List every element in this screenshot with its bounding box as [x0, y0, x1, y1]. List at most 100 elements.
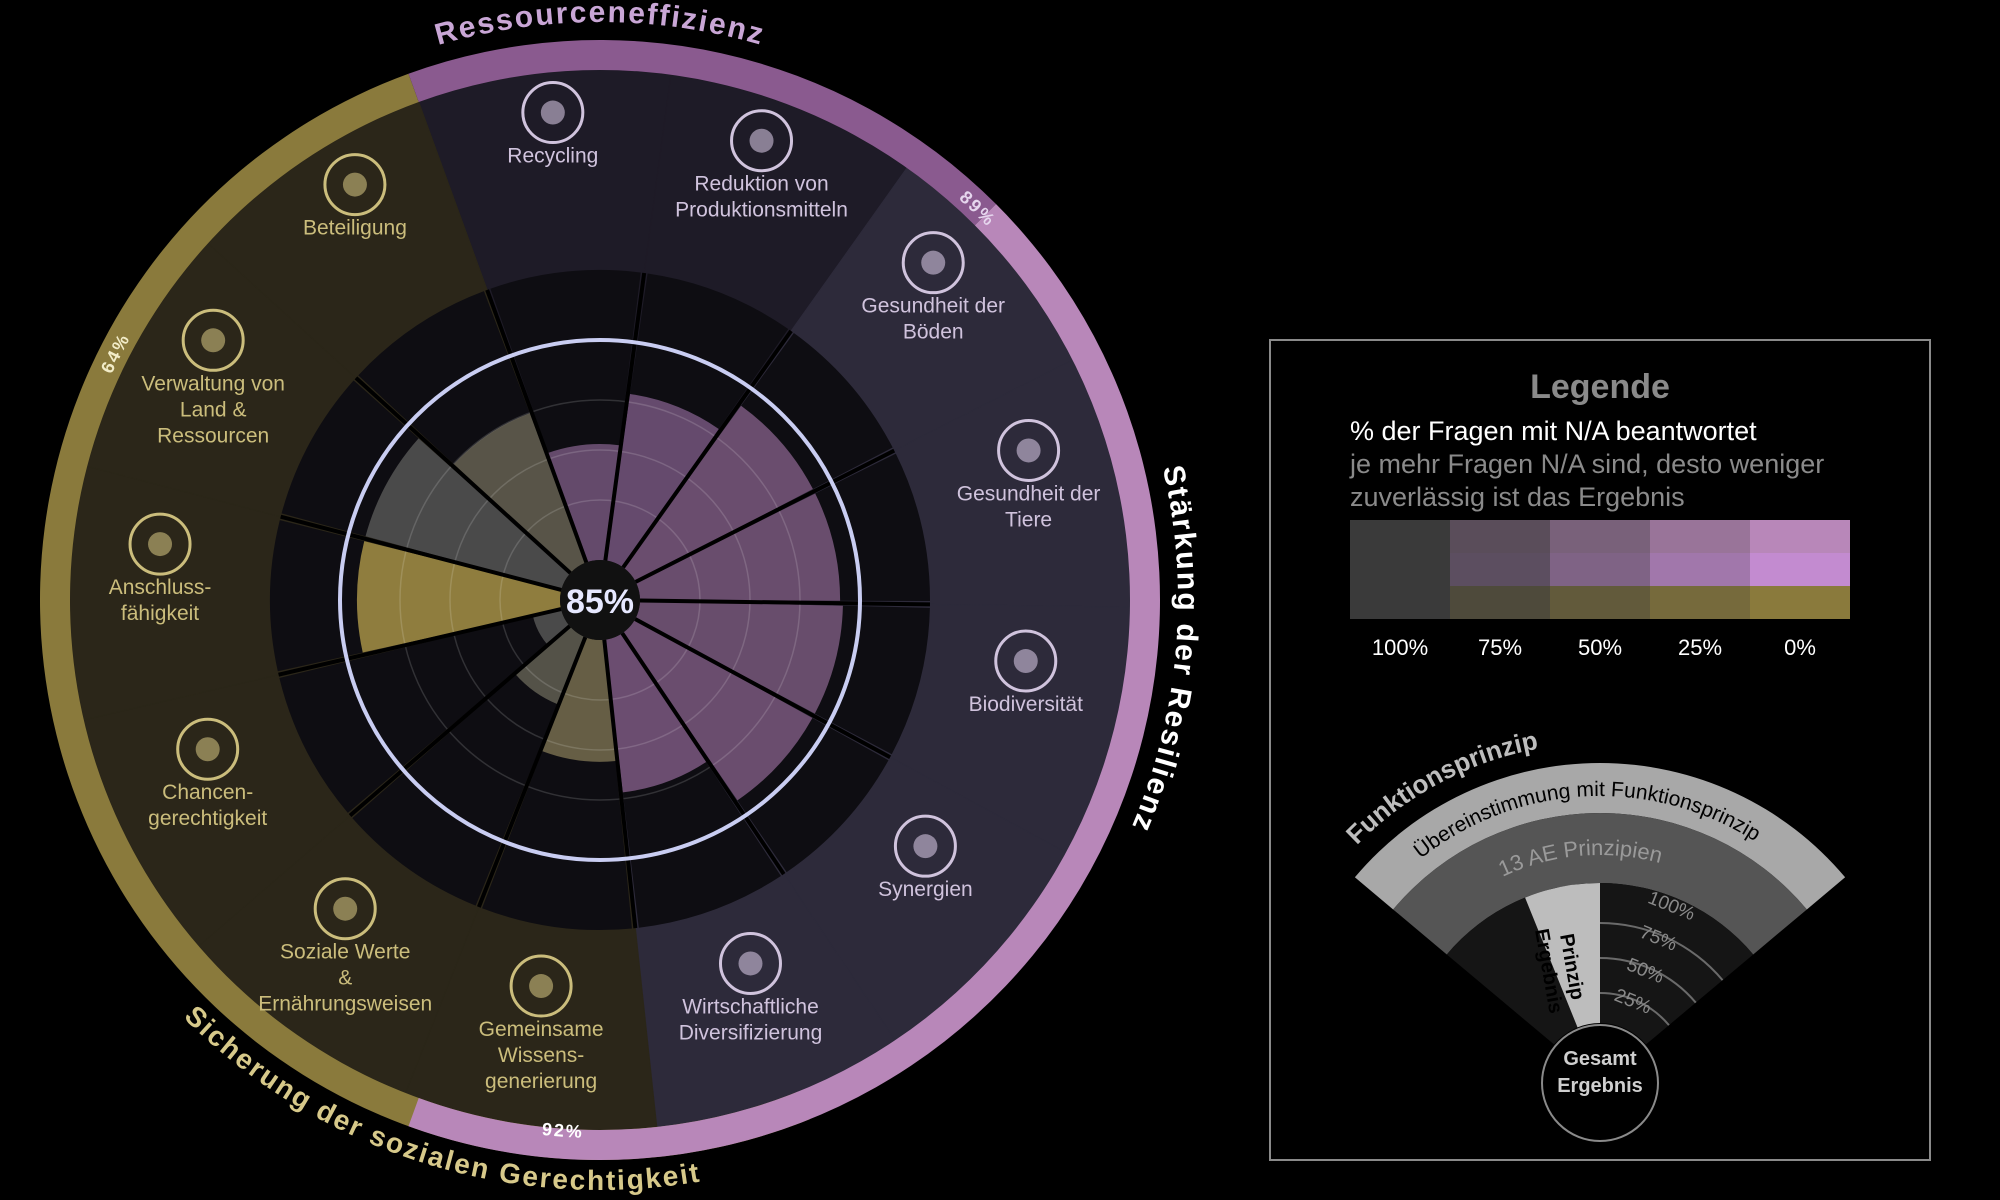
principle-label: Verwaltung von [141, 372, 285, 395]
principle-label: Anschluss- [109, 576, 212, 599]
principle-label-group: Anschluss-fähigkeit [109, 512, 212, 625]
sector-divider [354, 376, 572, 575]
legend-swatch [1750, 586, 1850, 619]
people-icon [323, 153, 387, 217]
legend-swatch [1650, 520, 1750, 553]
sector-divider [639, 598, 930, 607]
principle-label: Reduktion von [694, 173, 828, 196]
legend-swatch [1350, 520, 1450, 553]
principle-label: Produktionsmitteln [675, 199, 848, 222]
scale-icon [176, 717, 240, 781]
legend-note-2: zuverlässig ist das Ergebnis [1350, 482, 1685, 512]
sector-divider [621, 329, 793, 569]
icon-glyph [148, 532, 173, 557]
principle-bar [605, 393, 719, 568]
radial-grid [278, 272, 930, 929]
principle-bar [548, 444, 620, 563]
legend-swatch [1450, 520, 1550, 553]
fan-center-label-a: Gesamt [1563, 1048, 1637, 1070]
cutlery-icon [313, 877, 377, 941]
principle-bar [635, 493, 841, 601]
icon-glyph [1013, 649, 1038, 674]
sector-divider [603, 272, 647, 561]
soil-health-icon [901, 231, 965, 295]
bar-track [279, 609, 570, 813]
sector-divider [634, 617, 892, 760]
icon-glyph [201, 328, 226, 353]
principle-label: generierung [485, 1070, 597, 1093]
ring-resource [408, 39, 996, 226]
principle-bar [635, 600, 843, 714]
principle-label: Recycling [507, 145, 598, 168]
icon-glyph [913, 834, 938, 859]
principle-label: Böden [903, 321, 964, 344]
center-disc [560, 560, 640, 640]
legend-swatch [1750, 520, 1850, 553]
institution-icon [181, 308, 245, 372]
legend-scale-label: 75% [1478, 635, 1522, 660]
legend-swatch [1550, 520, 1650, 553]
principle-bar [532, 609, 570, 645]
principle-bar [356, 541, 562, 653]
legend-note-1: je mehr Fragen N/A sind, desto weniger [1349, 449, 1824, 479]
sector-divider [278, 607, 562, 677]
legend-swatch [1650, 553, 1750, 586]
principle-label-group: Biodiversität [969, 629, 1083, 716]
principle-bar [365, 438, 571, 590]
icon-glyph [333, 896, 358, 921]
synergies-icon [893, 814, 957, 878]
principle-label: Soziale Werte [280, 941, 410, 964]
icon-glyph [540, 100, 565, 125]
legend-swatch [1350, 553, 1450, 586]
fan-band-2 [1393, 812, 1807, 955]
principle-label: gerechtigkeit [148, 807, 267, 830]
icon-glyph [342, 172, 367, 197]
principle-label: fähigkeit [121, 602, 199, 625]
sector-divider [280, 514, 562, 592]
principle-label-group: Recycling [507, 81, 598, 168]
legend-frame [1269, 339, 1931, 1161]
sector-divider [620, 632, 786, 876]
principle-bars [269, 270, 930, 930]
principle-label: Ressourcen [157, 424, 269, 447]
principle-label-group: Beteiligung [303, 153, 407, 240]
ring-resilience-tail [408, 1098, 600, 1160]
legend-swatch [1750, 553, 1850, 586]
principle-bar [453, 413, 586, 573]
fan-principle-slice [1525, 883, 1600, 1028]
principle-label-group: Chancen-gerechtigkeit [148, 717, 267, 830]
legend-swatch [1550, 586, 1650, 619]
principle-label-group: Synergien [878, 814, 973, 901]
principle-label: Synergien [878, 878, 973, 901]
legend-title: Legende [1530, 368, 1670, 406]
fan-center-circle [1541, 1024, 1659, 1142]
legend-scale-label: 25% [1678, 635, 1722, 660]
principle-label: Beteiligung [303, 217, 407, 240]
principle-label: Wissens- [498, 1044, 584, 1067]
principle-label: Chancen- [162, 781, 253, 804]
icon-glyph [529, 974, 554, 999]
sector-divider [634, 448, 896, 584]
principle-label: Gemeinsame [479, 1018, 604, 1041]
principle-label: Wirtschaftliche [682, 995, 819, 1018]
sector-divider [602, 639, 638, 929]
legend-swatch [1450, 553, 1550, 586]
icon-glyph [749, 128, 774, 153]
legend-swatch [1550, 553, 1650, 586]
grid-circle [399, 399, 801, 801]
fan-band-1 [1354, 762, 1846, 910]
principle-bar [622, 619, 813, 801]
input-reduction-icon [730, 109, 794, 173]
recycling-icon [521, 81, 585, 145]
bar-track [352, 626, 585, 906]
diversification-icon [718, 931, 782, 995]
sector-divider [348, 624, 572, 818]
fan-center-label-b: Ergebnis [1557, 1075, 1643, 1097]
sector-divider [485, 289, 589, 564]
